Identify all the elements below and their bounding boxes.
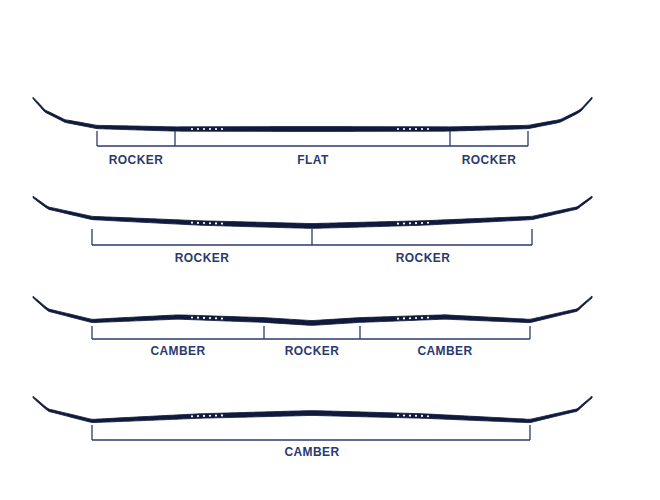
zone-label: ROCKER <box>460 153 518 167</box>
insert-hole <box>397 414 399 416</box>
insert-hole <box>215 128 217 130</box>
insert-hole <box>221 317 223 319</box>
insert-hole <box>191 128 193 130</box>
insert-hole <box>203 317 205 319</box>
insert-hole <box>197 222 199 224</box>
insert-hole <box>403 414 405 416</box>
insert-hole <box>427 222 429 224</box>
zone-label: CAMBER <box>148 344 207 358</box>
snowboard-profile <box>33 196 592 228</box>
insert-hole <box>397 223 399 225</box>
bracket-tick <box>529 425 530 440</box>
bracket-tick <box>449 131 450 146</box>
insert-hole <box>415 317 417 319</box>
insert-hole <box>409 128 411 130</box>
insert-hole <box>191 415 193 417</box>
zone-bracket <box>97 145 528 146</box>
zone-label: ROCKER <box>283 344 341 358</box>
insert-hole <box>427 128 429 130</box>
zone-label: ROCKER <box>107 153 165 167</box>
insert-hole <box>191 316 193 318</box>
insert-hole <box>403 128 405 130</box>
insert-hole <box>421 415 423 417</box>
insert-hole <box>197 317 199 319</box>
insert-hole <box>397 128 399 130</box>
zone-label: ROCKER <box>394 251 452 265</box>
insert-hole <box>397 318 399 320</box>
insert-hole <box>209 128 211 130</box>
insert-hole <box>203 128 205 130</box>
insert-hole <box>403 222 405 224</box>
insert-hole <box>215 414 217 416</box>
insert-hole <box>409 317 411 319</box>
bracket-tick <box>91 326 92 339</box>
zone-bracket <box>92 439 530 440</box>
snowboard-profile <box>33 97 592 131</box>
insert-hole <box>197 128 199 130</box>
insert-hole <box>221 222 223 224</box>
insert-hole <box>409 222 411 224</box>
insert-hole <box>191 222 193 224</box>
insert-hole <box>197 415 199 417</box>
snowboard-profile <box>33 296 592 325</box>
bracket-tick <box>359 326 360 339</box>
insert-hole <box>403 317 405 319</box>
insert-hole <box>215 222 217 224</box>
insert-hole <box>427 415 429 417</box>
insert-hole <box>421 128 423 130</box>
insert-hole <box>203 415 205 417</box>
insert-hole <box>421 222 423 224</box>
bracket-tick <box>527 131 528 146</box>
insert-hole <box>209 222 211 224</box>
zone-label: ROCKER <box>173 251 231 265</box>
insert-hole <box>221 414 223 416</box>
zone-label: FLAT <box>295 153 330 167</box>
snowboard-profile <box>33 396 592 422</box>
bracket-tick <box>311 229 312 245</box>
insert-hole <box>203 222 205 224</box>
zone-bracket <box>92 338 530 339</box>
insert-hole <box>427 317 429 319</box>
bracket-tick <box>91 425 92 440</box>
insert-hole <box>415 415 417 417</box>
insert-hole <box>409 415 411 417</box>
bracket-tick <box>531 229 532 245</box>
zone-label: CAMBER <box>415 344 474 358</box>
bracket-tick <box>529 326 530 339</box>
insert-hole <box>209 317 211 319</box>
insert-hole <box>221 128 223 130</box>
insert-hole <box>215 317 217 319</box>
bracket-tick <box>174 131 175 146</box>
insert-hole <box>209 415 211 417</box>
bracket-tick <box>263 326 264 339</box>
bracket-tick <box>91 229 92 245</box>
bracket-tick <box>96 131 97 146</box>
zone-label: CAMBER <box>282 445 341 459</box>
insert-hole <box>421 317 423 319</box>
insert-hole <box>415 128 417 130</box>
insert-hole <box>415 222 417 224</box>
